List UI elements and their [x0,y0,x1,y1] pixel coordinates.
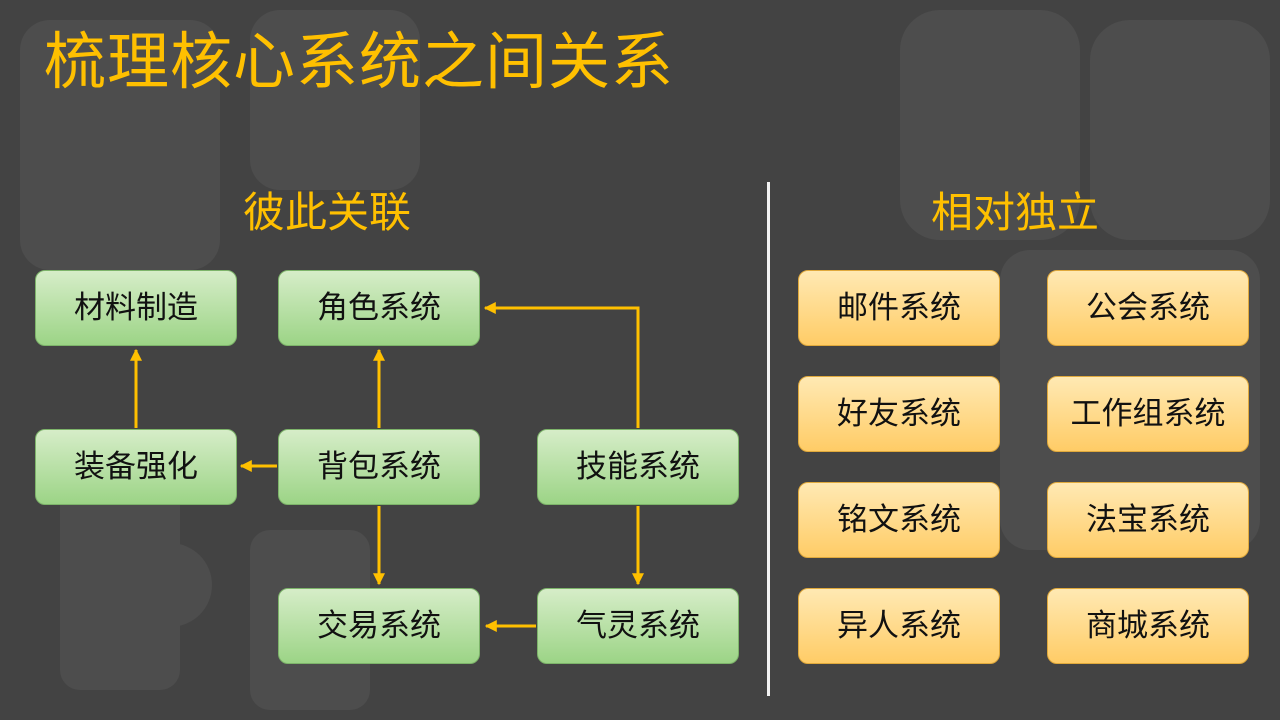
independent-item: 异人系统 [798,588,1000,664]
node-role: 角色系统 [278,270,480,346]
node-bag: 背包系统 [278,429,480,505]
page-title: 梳理核心系统之间关系 [44,25,675,98]
node-skill: 技能系统 [537,429,739,505]
independent-item: 商城系统 [1047,588,1249,664]
independent-item: 邮件系统 [798,270,1000,346]
node-spirit: 气灵系统 [537,588,739,664]
independent-item: 好友系统 [798,376,1000,452]
node-trade: 交易系统 [278,588,480,664]
independent-item: 工作组系统 [1047,376,1249,452]
independent-item: 法宝系统 [1047,482,1249,558]
independent-item: 铭文系统 [798,482,1000,558]
section-heading-related: 彼此关联 [242,188,411,237]
node-equip: 装备强化 [35,429,237,505]
independent-item: 公会系统 [1047,270,1249,346]
section-divider [767,182,770,696]
section-heading-independent: 相对独立 [930,188,1099,237]
node-material: 材料制造 [35,270,237,346]
